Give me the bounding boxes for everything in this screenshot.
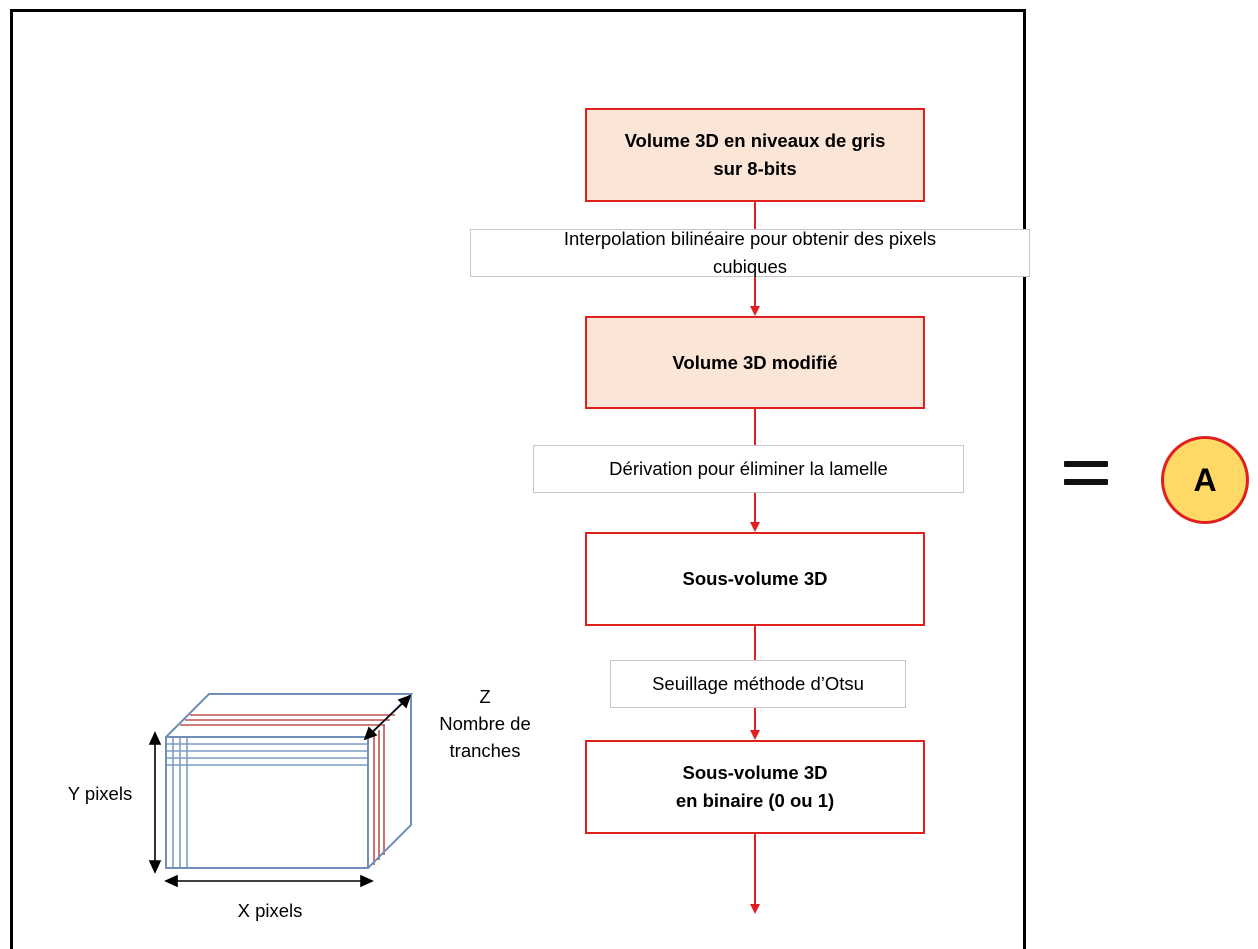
z-axis-label: Z Nombre de tranches (439, 686, 531, 761)
result-badge-label: A (1193, 461, 1217, 498)
box-volume-modified: Volume 3D modifié (585, 316, 925, 409)
equals-sign (1064, 455, 1108, 495)
cube-illustration (165, 693, 414, 869)
slide-frame (10, 9, 1026, 949)
result-badge: A (1161, 436, 1249, 524)
x-axis-label: X pixels (237, 900, 303, 921)
y-axis-label: Y pixels (67, 783, 133, 804)
step-interpolation: Interpolation bilinéaire pour obtenir de… (470, 228, 1030, 277)
box-subvolume: Sous-volume 3D (585, 532, 925, 626)
step-threshold: Seuillage méthode d’Otsu (610, 660, 906, 708)
box-subvolume-binary: Sous-volume 3D en binaire (0 ou 1) (585, 740, 925, 834)
box-volume-gray: Volume 3D en niveaux de gris sur 8-bits (585, 108, 925, 202)
step-derivation: Dérivation pour éliminer la lamelle (533, 445, 964, 493)
